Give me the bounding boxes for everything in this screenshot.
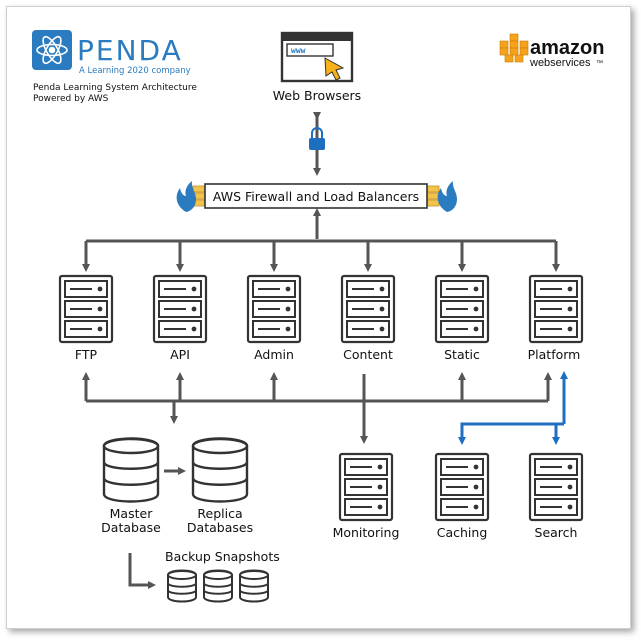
static-server-icon bbox=[434, 274, 490, 344]
server-label-admin: Admin bbox=[254, 347, 294, 362]
backup-snapshots-label: Backup Snapshots bbox=[165, 549, 280, 564]
firewall-drop-arrows bbox=[82, 241, 560, 272]
flame-icon-left bbox=[176, 181, 196, 212]
master-db-label-2: Database bbox=[101, 520, 161, 535]
server-label-monitoring: Monitoring bbox=[333, 525, 400, 540]
penda-brand-name: PENDA bbox=[77, 34, 183, 67]
subtitle-line-2: Powered by AWS bbox=[33, 94, 109, 104]
aws-cubes-icon bbox=[499, 33, 529, 63]
web-browser-icon: www bbox=[280, 31, 354, 83]
server-label-search: Search bbox=[535, 525, 578, 540]
backup-arrow bbox=[128, 553, 156, 589]
firewall-bar: AWS Firewall and Load Balancers bbox=[176, 181, 457, 212]
server-label-ftp: FTP bbox=[75, 347, 98, 362]
browser-url-text: www bbox=[291, 46, 306, 55]
replica-db-label-2: Databases bbox=[187, 520, 253, 535]
content-server-icon bbox=[340, 274, 396, 344]
penda-tagline: A Learning 2020 company bbox=[79, 66, 191, 76]
backup-snapshot-icon-1 bbox=[167, 569, 197, 603]
ftp-server-icon bbox=[58, 274, 114, 344]
web-browsers-label: Web Browsers bbox=[273, 88, 361, 103]
replica-db-label-1: Replica bbox=[197, 506, 242, 521]
firewall-label: AWS Firewall and Load Balancers bbox=[213, 189, 419, 204]
platform-server-icon bbox=[528, 274, 584, 344]
api-server-icon bbox=[152, 274, 208, 344]
monitoring-server-icon bbox=[338, 452, 394, 522]
master-database-icon bbox=[102, 437, 160, 503]
caching-server-icon bbox=[434, 452, 490, 522]
aws-tm: ™ bbox=[596, 60, 603, 67]
backup-snapshot-icon-3 bbox=[239, 569, 269, 603]
replica-database-icon bbox=[191, 437, 249, 503]
server-label-api: API bbox=[170, 347, 190, 362]
search-server-icon bbox=[528, 452, 584, 522]
admin-server-icon bbox=[246, 274, 302, 344]
brick-wall-icon-right bbox=[426, 185, 440, 207]
master-db-label-1: Master bbox=[110, 506, 154, 521]
platform-cache-search-links bbox=[458, 371, 568, 445]
backup-snapshot-icon-2 bbox=[203, 569, 233, 603]
aws-word: amazon bbox=[530, 37, 604, 59]
server-label-static: Static bbox=[444, 347, 480, 362]
subtitle-line-1: Penda Learning System Architecture bbox=[33, 83, 197, 93]
server-label-platform: Platform bbox=[528, 347, 581, 362]
lock-icon bbox=[309, 127, 325, 150]
cursor-icon bbox=[324, 57, 345, 81]
server-up-arrows bbox=[82, 372, 552, 401]
flame-icon-right bbox=[437, 181, 457, 212]
server-label-content: Content bbox=[343, 347, 393, 362]
server-label-caching: Caching bbox=[437, 525, 488, 540]
aws-logo: amazon webservices ™ bbox=[499, 33, 604, 69]
aws-sub: webservices bbox=[529, 57, 591, 69]
atom-icon bbox=[36, 35, 68, 65]
penda-logo: PENDA A Learning 2020 company bbox=[32, 30, 191, 76]
